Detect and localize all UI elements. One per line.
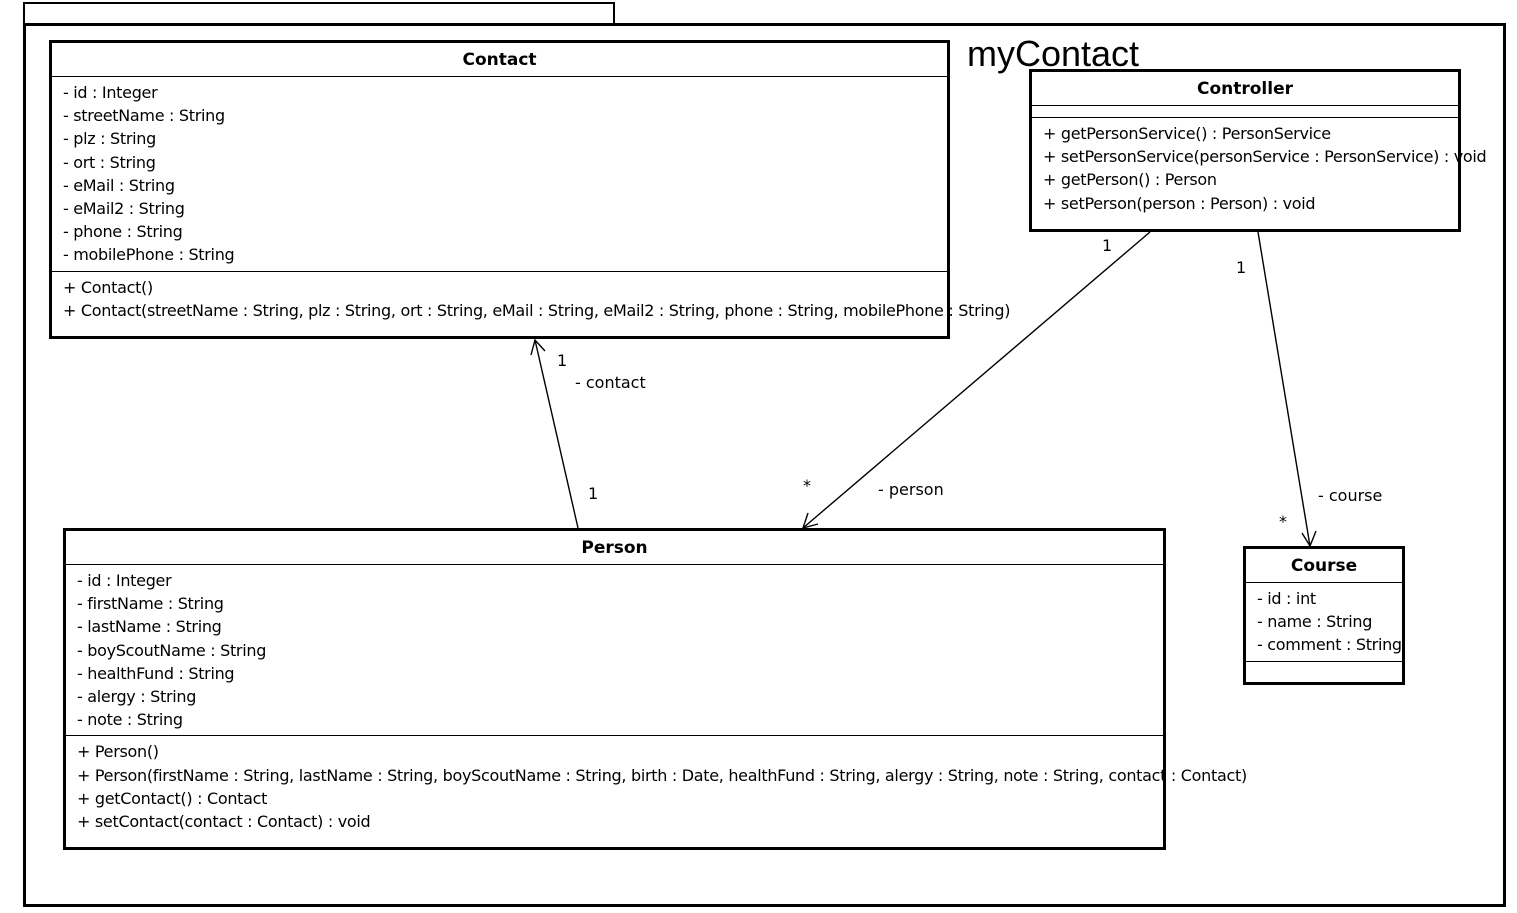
attribute: - comment : String <box>1257 635 1402 655</box>
attribute: - id : Integer <box>77 571 172 590</box>
attributes-compartment: - id : Integer - streetName : String - p… <box>52 77 947 272</box>
edge-controller-person <box>802 231 1151 529</box>
class-name: Course <box>1246 549 1402 583</box>
operations-compartment: + getPersonService() : PersonService + s… <box>1032 118 1487 219</box>
edge-person-contact <box>534 339 579 529</box>
person-target-multiplicity: * <box>803 476 811 495</box>
attribute: - mobilePhone : String <box>63 245 235 265</box>
attribute: - note : String <box>77 710 183 730</box>
attribute: - alergy : String <box>77 687 197 707</box>
contact-source-multiplicity: 1 <box>588 484 599 503</box>
operation: + setContact(contact : Contact) : void <box>77 812 371 832</box>
attribute: - eMail : String <box>63 175 175 195</box>
attribute: - healthFund : String <box>77 663 235 683</box>
attribute: - streetName : String <box>63 106 225 126</box>
attribute: - phone : String <box>63 222 183 242</box>
attribute: - lastName : String <box>77 617 222 637</box>
attributes-compartment: - id : int - name : String - comment : S… <box>1246 583 1402 662</box>
attribute: - ort : String <box>63 152 156 172</box>
contact-role-label: - contact <box>575 373 646 392</box>
course-source-multiplicity: 1 <box>1236 258 1247 277</box>
operation: + Person(firstName : String, lastName : … <box>77 765 1247 785</box>
class-name: Controller <box>1032 72 1458 106</box>
operation: + Contact(streetName : String, plz : Str… <box>63 300 1011 320</box>
attributes-compartment: - id : Integer - firstName : String - la… <box>66 565 1163 737</box>
package-tab <box>23 2 615 23</box>
attribute: - id : int <box>1257 589 1316 608</box>
attribute: - id : Integer <box>63 83 158 102</box>
package-name: myContact <box>967 33 1140 74</box>
attribute: - firstName : String <box>77 594 224 614</box>
class-controller[interactable]: Controller + getPersonService() : Person… <box>1029 69 1487 232</box>
class-name: Contact <box>52 43 947 77</box>
operation: + Contact() <box>63 277 153 297</box>
operations-compartment: + Contact() + Contact(streetName : Strin… <box>52 272 1011 326</box>
arrowhead-contact <box>530 338 546 356</box>
operation: + getContact() : Contact <box>77 788 268 808</box>
attributes-compartment <box>1032 106 1458 118</box>
package-frame <box>23 23 1506 907</box>
class-person[interactable]: Person - id : Integer - firstName : Stri… <box>63 528 1247 850</box>
person-source-multiplicity: 1 <box>1102 236 1113 255</box>
attribute: - name : String <box>1257 612 1373 632</box>
class-contact[interactable]: Contact - id : Integer - streetName : St… <box>49 40 1011 339</box>
attribute: - boyScoutName : String <box>77 640 267 660</box>
operation: + setPerson(person : Person) : void <box>1043 193 1316 213</box>
operation: + setPersonService(personService : Perso… <box>1043 147 1487 167</box>
attribute: - eMail2 : String <box>63 199 185 219</box>
class-course[interactable]: Course - id : int - name : String - comm… <box>1243 546 1405 685</box>
operation: + getPerson() : Person <box>1043 170 1217 190</box>
course-target-multiplicity: * <box>1279 512 1287 531</box>
operations-compartment: + Person() + Person(firstName : String, … <box>66 736 1247 837</box>
attribute: - plz : String <box>63 129 156 149</box>
contact-target-multiplicity: 1 <box>557 351 568 370</box>
operation: + getPersonService() : PersonService <box>1043 124 1331 143</box>
course-role-label: - course <box>1318 486 1383 505</box>
operations-compartment <box>1246 662 1402 676</box>
edge-controller-course <box>1257 231 1311 547</box>
class-name: Person <box>66 531 1163 565</box>
operation: + Person() <box>77 742 159 762</box>
person-role-label: - person <box>878 480 944 499</box>
